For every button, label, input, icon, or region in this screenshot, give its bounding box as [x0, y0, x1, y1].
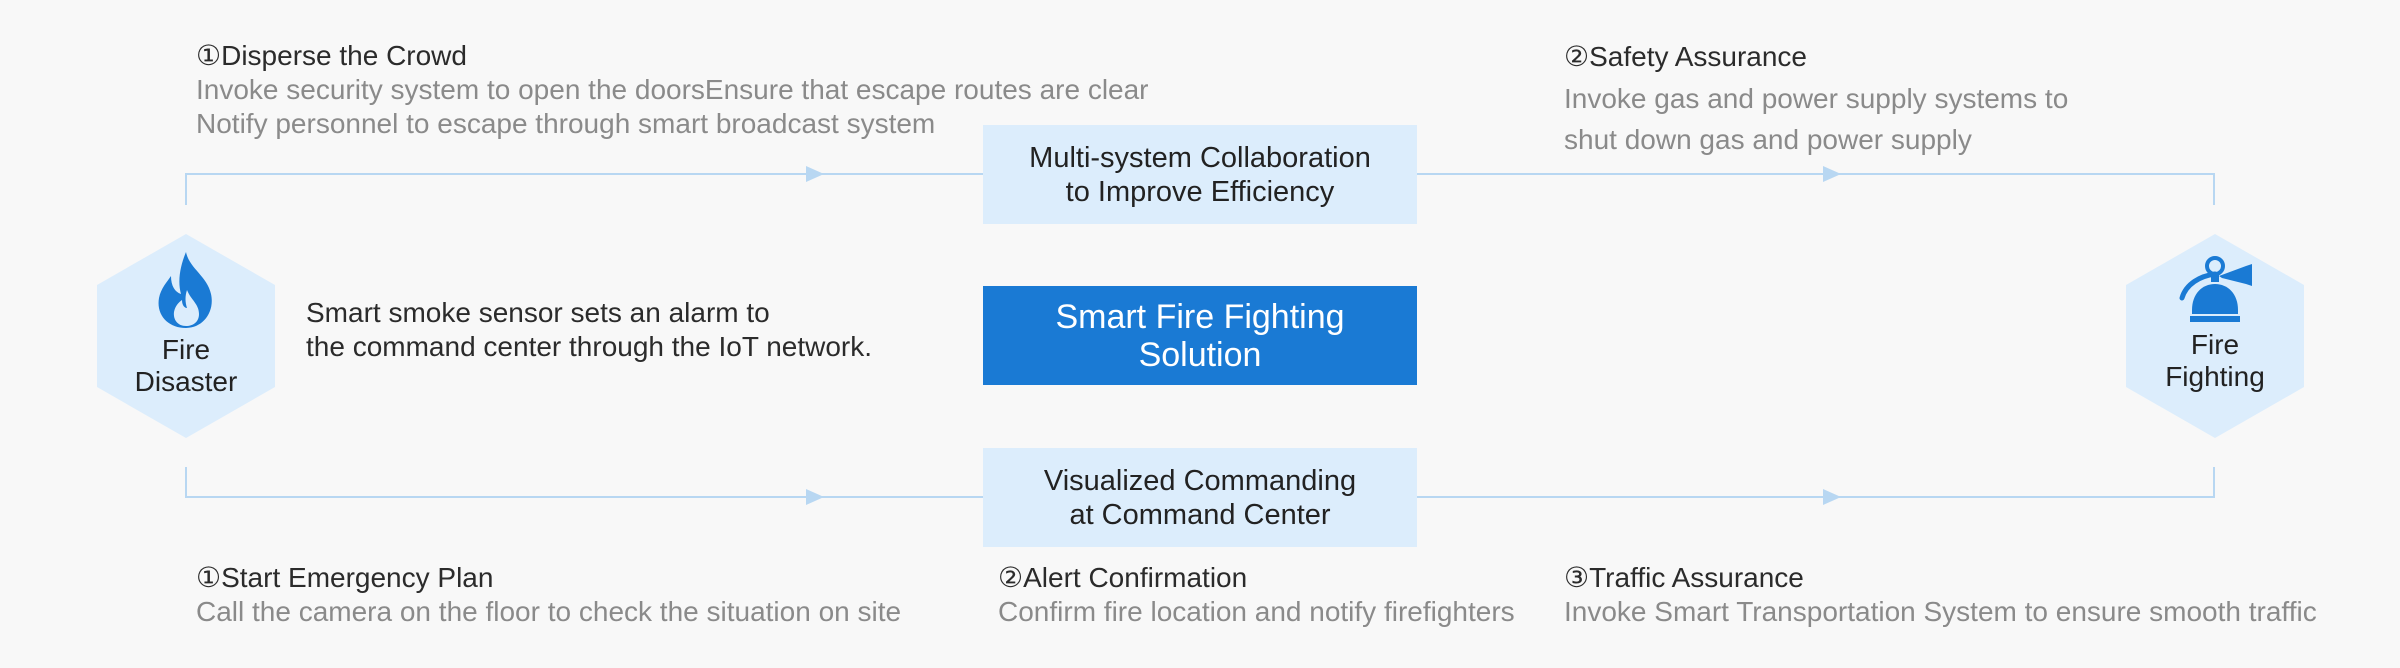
- step-alert-confirmation: ②Alert Confirmation Confirm fire locatio…: [998, 561, 1515, 629]
- multi-system-collaboration-box: Multi-system Collaboration to Improve Ef…: [983, 125, 1417, 224]
- fire-fighting-label-line2: Fighting: [2165, 361, 2265, 392]
- bottom-connector-right: [1417, 467, 2215, 498]
- fire-disaster-label: Fire Disaster: [95, 334, 277, 398]
- hexagon-shape: [2126, 234, 2304, 438]
- step-desc-line2: Notify personnel to escape through smart…: [196, 108, 936, 139]
- step-desc-line1: Confirm fire location and notify firefig…: [998, 596, 1515, 627]
- top-connector-right: [1417, 173, 2215, 205]
- step-title: ③Traffic Assurance: [1564, 562, 1804, 593]
- step-desc-line2: shut down gas and power supply: [1564, 124, 1972, 155]
- arrow-top-left: [806, 166, 824, 182]
- top-connector-left: [185, 173, 983, 205]
- sensor-note-line1: Smart smoke sensor sets an alarm to: [306, 297, 770, 328]
- smart-fire-fighting-solution-box: Smart Fire Fighting Solution: [983, 286, 1417, 385]
- step-title: ②Safety Assurance: [1564, 41, 1808, 72]
- fire-extinguisher-icon: [2179, 256, 2252, 322]
- hexagon-shape: [97, 234, 275, 438]
- main-box-line2: Solution: [1138, 335, 1262, 374]
- step-start-emergency-plan: ①Start Emergency Plan Call the camera on…: [196, 561, 901, 629]
- top-box-line2: to Improve Efficiency: [1065, 175, 1335, 208]
- top-box-line1: Multi-system Collaboration: [1029, 141, 1371, 174]
- arrow-top-right: [1823, 166, 1841, 182]
- fire-fighting-label-line1: Fire: [2190, 329, 2240, 360]
- step-desc-line1: Invoke Smart Transportation System to en…: [1564, 596, 2317, 627]
- arrow-bottom-left: [806, 489, 824, 505]
- step-title: ①Disperse the Crowd: [196, 40, 467, 71]
- step-safety-assurance: ②Safety Assurance Invoke gas and power s…: [1564, 40, 2068, 160]
- bottom-box-line1: Visualized Commanding: [1043, 464, 1357, 497]
- flame-icon: [158, 252, 212, 328]
- fire-disaster-label-line1: Fire: [161, 334, 211, 365]
- fire-disaster-label-line2: Disaster: [134, 366, 238, 397]
- main-box-line1: Smart Fire Fighting: [1055, 297, 1345, 336]
- fire-fighting-node: Fire Fighting: [2124, 232, 2306, 440]
- arrow-bottom-right: [1823, 489, 1841, 505]
- step-desc-line1: Invoke security system to open the doors…: [196, 74, 1149, 105]
- step-desc-line1: Call the camera on the floor to check th…: [196, 596, 902, 627]
- step-title: ①Start Emergency Plan: [196, 562, 494, 593]
- sensor-note-line2: the command center through the IoT netwo…: [306, 331, 873, 362]
- visualized-commanding-box: Visualized Commanding at Command Center: [983, 448, 1417, 547]
- step-title: ②Alert Confirmation: [998, 562, 1248, 593]
- step-desc-line1: Invoke gas and power supply systems to: [1564, 83, 2069, 114]
- bottom-box-line2: at Command Center: [1069, 498, 1331, 531]
- sensor-note: Smart smoke sensor sets an alarm to the …: [306, 296, 872, 364]
- bottom-connector-left: [185, 467, 983, 498]
- fire-disaster-node: Fire Disaster: [95, 232, 277, 440]
- step-traffic-assurance: ③Traffic Assurance Invoke Smart Transpor…: [1564, 561, 2317, 629]
- fire-fighting-label: Fire Fighting: [2124, 329, 2306, 393]
- step-disperse-crowd: ①Disperse the Crowd Invoke security syst…: [196, 39, 1149, 141]
